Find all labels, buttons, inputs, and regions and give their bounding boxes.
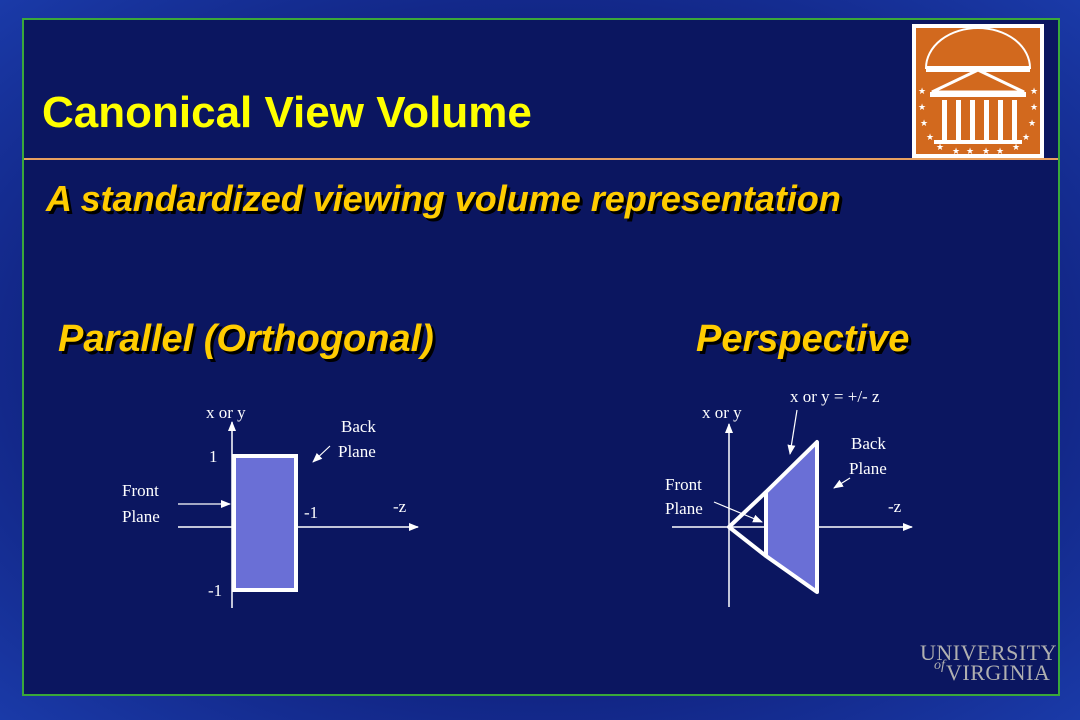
svg-text:★: ★ [936,143,944,153]
parallel-back-plane-label: Back [341,417,376,436]
equation-arrow [787,409,798,455]
svg-text:★: ★ [918,103,926,113]
rotunda-logo-graphic: ★★★ ★★ ★★★ ★★ ★★★★ [916,27,1040,157]
parallel-tick-bottom: -1 [208,581,222,600]
rotunda-logo-icon: ★★★ ★★ ★★★ ★★ ★★★★ [912,24,1044,158]
perspective-axis-horizontal-label: -z [888,497,902,516]
svg-text:★: ★ [1012,143,1020,153]
wordmark-of: of [934,658,945,673]
perspective-front-plane-label-2: Plane [665,499,703,518]
perspective-diagram: x or y = +/- z x or y -z Front Plane Bac… [665,387,913,607]
svg-text:★: ★ [918,87,926,97]
svg-text:★: ★ [952,147,960,157]
parallel-axis-horizontal-label: -z [393,497,407,516]
perspective-frustum [764,440,819,594]
svg-text:★: ★ [982,147,990,157]
parallel-view-volume [232,454,298,592]
university-wordmark: UNIVERSITY of VIRGINIA [918,640,1058,686]
perspective-equation-label: x or y = +/- z [790,387,880,406]
slide-frame [22,18,1060,696]
parallel-heading: Parallel (Orthogonal) [58,318,434,360]
svg-text:★: ★ [920,119,928,129]
perspective-apex [727,490,768,558]
parallel-diagram: x or y -z 1 -1 -1 Front Plane Back Plane [122,403,419,608]
parallel-tick-right: -1 [304,503,318,522]
parallel-tick-top: 1 [209,447,218,466]
perspective-front-plane-arrow [713,501,763,523]
svg-text:★: ★ [1028,119,1036,129]
parallel-front-plane-label-2: Plane [122,507,160,526]
svg-text:★: ★ [1022,133,1030,143]
wordmark-university: UNIVERSITY [920,640,1057,665]
back-plane-arrow [312,445,331,463]
parallel-axis-vertical-label: x or y [206,403,246,422]
perspective-heading: Perspective [696,318,910,360]
title-divider [24,158,1058,160]
slide-subtitle: A standardized viewing volume representa… [46,178,841,219]
parallel-front-plane-label: Front [122,481,159,500]
perspective-back-plane-label-2: Plane [849,459,887,478]
perspective-back-plane-arrow [833,477,851,489]
perspective-front-plane-label: Front [665,475,702,494]
svg-text:★: ★ [1030,103,1038,113]
svg-text:★: ★ [926,133,934,143]
svg-text:★: ★ [1030,87,1038,97]
svg-text:★: ★ [996,147,1004,157]
parallel-back-plane-label-2: Plane [338,442,376,461]
wordmark-virginia: VIRGINIA [946,660,1051,685]
svg-text:★: ★ [966,147,974,157]
perspective-axis-vertical-label: x or y [702,403,742,422]
slide-title: Canonical View Volume [42,88,532,137]
perspective-back-plane-label: Back [851,434,886,453]
